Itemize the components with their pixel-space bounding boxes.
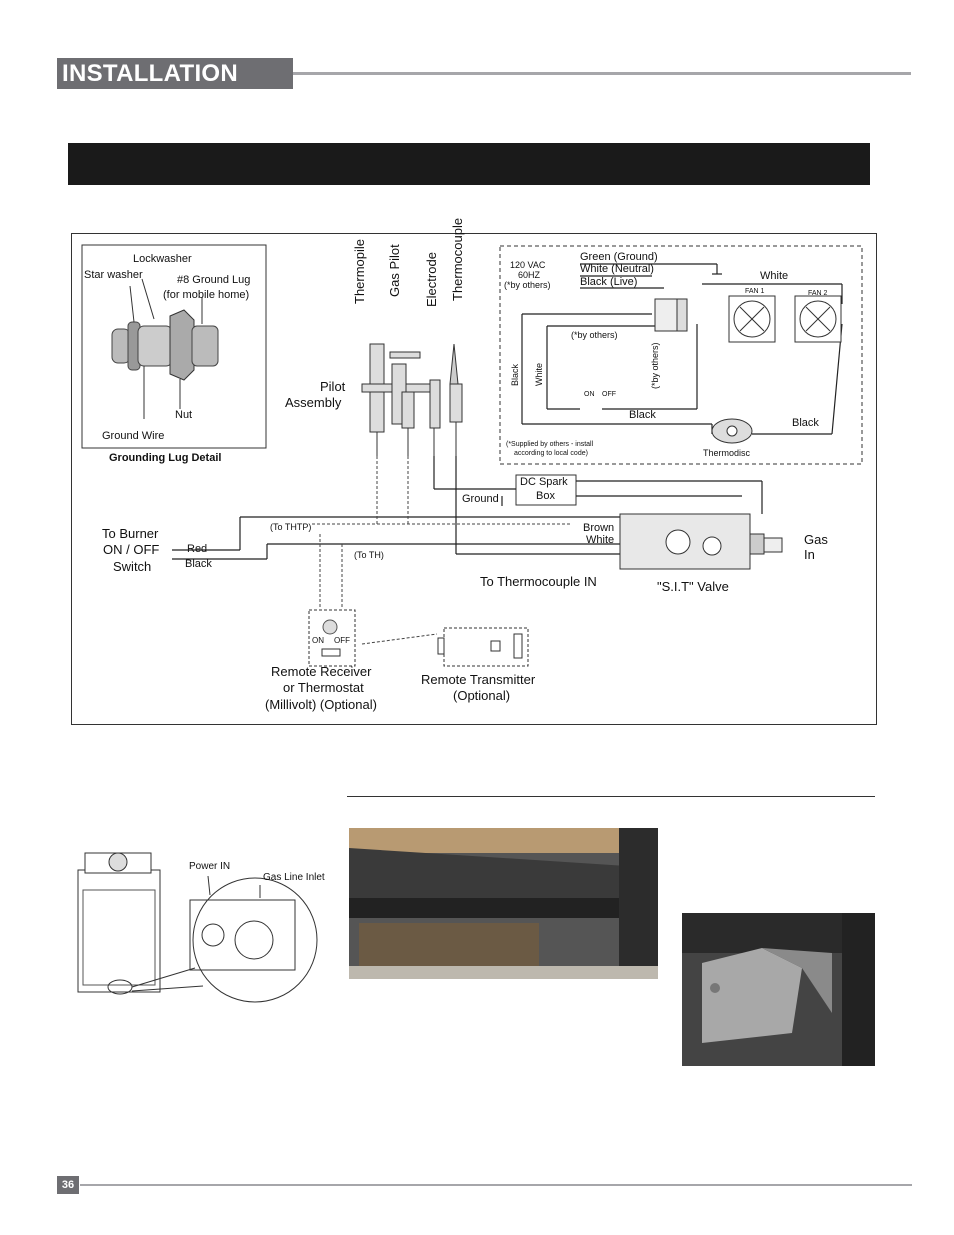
off-label: OFF [602,391,616,398]
nut-label: Nut [175,409,193,421]
black-label-1: Black [629,409,656,421]
supplied-note-1: (*Supplied by others - install [506,441,594,448]
black-label: Black [185,558,212,570]
header-rule [293,72,911,75]
section-bar [68,143,870,185]
receiver-label-3: (Millivolt) (Optional) [265,697,377,712]
star-washer-label: Star washer [84,269,143,281]
firebox-photo [349,828,658,979]
transmitter-label-1: Remote Transmitter [421,672,536,687]
footer-rule [80,1184,912,1186]
white-vertical-label: White [534,362,544,386]
gas-in-label-1: Gas [804,532,828,547]
to-thermocouple-label: To Thermocouple IN [480,574,597,589]
page-title: INSTALLATION [62,60,239,87]
green-ground-label: Green (Ground) [580,251,658,263]
fan-circuit-wires [521,263,843,435]
to-thtp-label: (To THTP) [270,522,312,532]
red-label: Red [187,543,208,555]
header-box [57,58,293,89]
dc-spark-box [515,474,577,506]
dashed-wires [312,456,572,645]
remote-on-label: ON [312,636,324,645]
by-others-label: (*by others) [504,280,551,290]
by-others-vertical-label: (*by others) [650,342,660,389]
white-neutral-label: White (Neutral) [580,263,654,275]
vac-label: 120 VAC [510,260,546,270]
electrode-label: Electrode [424,252,439,307]
fan1-label: FAN 1 [745,288,765,295]
black-live-label: Black (Live) [580,276,638,288]
pilot-assembly-drawing [361,343,463,456]
ground-lug-label: #8 Ground Lug [177,274,251,286]
firebox-photo-svg [349,828,658,979]
main-wires [172,456,763,560]
junction-box-photo [682,913,875,1066]
dc-spark-label-1: DC Spark [520,476,568,488]
white-wire-label: White [586,534,615,546]
ground-wire-label: Ground Wire [102,430,165,442]
junction-box-photo-svg [682,913,875,1066]
power-in-label: Power IN [189,861,231,872]
black-vertical-label: Black [510,363,520,386]
thermopile-label: Thermopile [352,238,367,304]
sit-valve-drawing [619,513,783,570]
remote-receiver-box [308,609,356,667]
mobile-home-label: (for mobile home) [163,289,250,301]
sit-valve-label: "S.I.T" Valve [657,579,729,594]
gas-line-inlet-label: Gas Line Inlet [263,872,325,883]
pilot-label-1: Pilot [320,379,346,394]
wiring-diagram: Lockwasher Star washer #8 Ground Lug (fo… [71,218,877,725]
inlet-svg [77,852,318,1003]
to-burner-label-1: To Burner [102,526,159,541]
brown-label: Brown [583,522,615,534]
to-burner-label-2: ON / OFF [103,542,160,557]
dc-spark-label-2: Box [536,490,555,502]
black-label-2: Black [792,417,819,429]
gas-pilot-label: Gas Pilot [387,244,402,297]
wiring-svg [81,244,863,667]
hz-label: 60HZ [518,270,541,280]
to-th-label: (To TH) [354,550,384,560]
fan2-label: FAN 2 [808,290,828,297]
thermocouple-label: Thermocouple [450,217,465,301]
on-label: ON [584,391,595,398]
to-burner-label-3: Switch [113,559,152,574]
page-number: 36 [57,1176,79,1194]
section-rule [347,796,875,797]
lockwasher-label: Lockwasher [133,253,192,265]
receiver-label-1: Remote Receiver [271,664,372,679]
transmitter-label-2: (Optional) [453,688,511,703]
thermodisc-label: Thermodisc [703,448,751,458]
ground-lug-drawing [111,278,219,419]
by-others-label-2: (*by others) [571,330,618,340]
inlet-diagram: Power IN Gas Line Inlet [70,840,340,1005]
pilot-label-2: Assembly [285,395,342,410]
receiver-label-2: or Thermostat [283,680,364,695]
grounding-caption: Grounding Lug Detail [109,452,222,464]
supplied-note-2: according to local code) [514,450,588,457]
white-label: White [760,270,789,282]
gas-in-label-2: In [804,547,815,562]
remote-off-label: OFF [334,636,350,645]
ground-label: Ground [462,493,499,505]
